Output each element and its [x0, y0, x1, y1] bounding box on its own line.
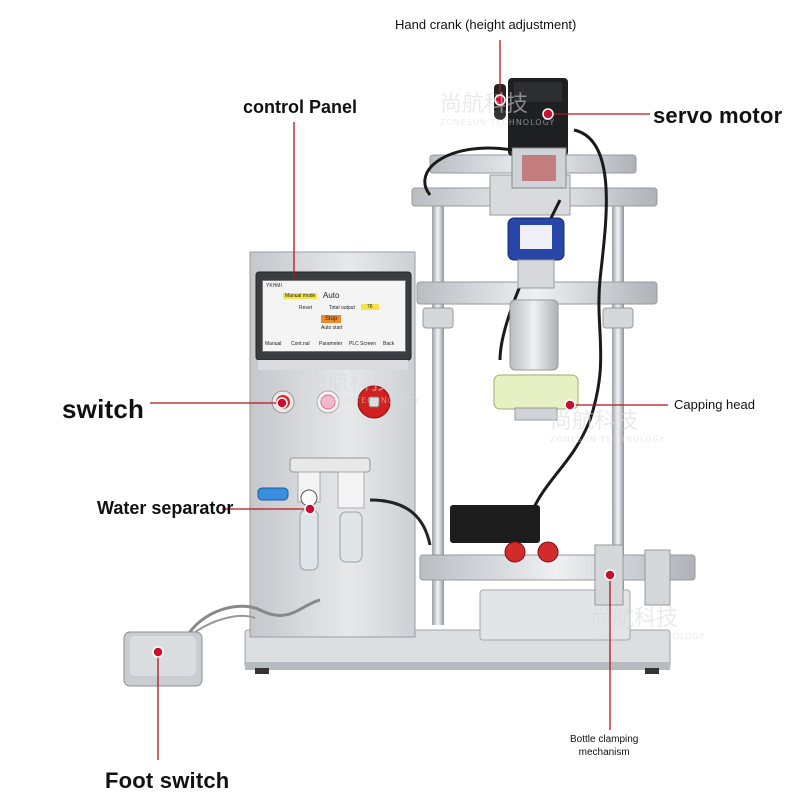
label-switch: switch — [62, 394, 145, 424]
label-bottle-clamping-line1: Bottle clamping — [570, 734, 639, 745]
hmi-menu-4: Back — [383, 341, 395, 347]
hmi-total-value: 76 — [361, 304, 379, 310]
label-water-separator: Water separator — [97, 498, 234, 518]
label-bottle-clamping-line2: mechanism — [578, 747, 630, 758]
hmi-brand: YKHMI — [266, 283, 282, 289]
water-separator-unit — [257, 457, 432, 571]
label-capping-head: Capping head — [674, 397, 755, 412]
label-control-panel: control Panel — [243, 97, 358, 117]
foot-switch-pedal — [123, 598, 321, 687]
label-hand-crank: Hand crank (height adjustment) — [395, 17, 577, 32]
label-foot-switch: Foot switch — [105, 768, 230, 793]
indicator-light — [316, 390, 340, 414]
hmi-menu-1: Cont.nal — [291, 341, 310, 347]
label-servo-motor: servo motor — [653, 103, 783, 128]
hmi-total-label: Total output — [329, 305, 355, 311]
hmi-menu-3: PLC Screen — [349, 341, 376, 347]
hmi-menu-0: Manual — [265, 341, 282, 347]
leader-lines — [150, 40, 668, 760]
hmi-screen: YKHMI Manual mode Auto Reset Total outpu… — [262, 280, 406, 352]
bottle-clamping-mechanism — [419, 505, 696, 641]
guide-columns — [422, 205, 634, 625]
hmi-stop-button: Stop — [321, 315, 342, 323]
capping-assembly — [493, 217, 579, 421]
emergency-stop-button — [357, 385, 391, 419]
hmi-mode: Auto — [323, 291, 340, 300]
hmi-mode-tab: Manual mode — [283, 293, 318, 299]
hmi-auto-start: Auto start — [321, 325, 343, 331]
label-bottle-clamping: Bottle clamping mechanism — [570, 733, 638, 759]
servo-motor — [508, 78, 568, 189]
hmi-menu-2: Parameter — [319, 341, 343, 347]
hmi-reset: Reset — [299, 305, 313, 311]
